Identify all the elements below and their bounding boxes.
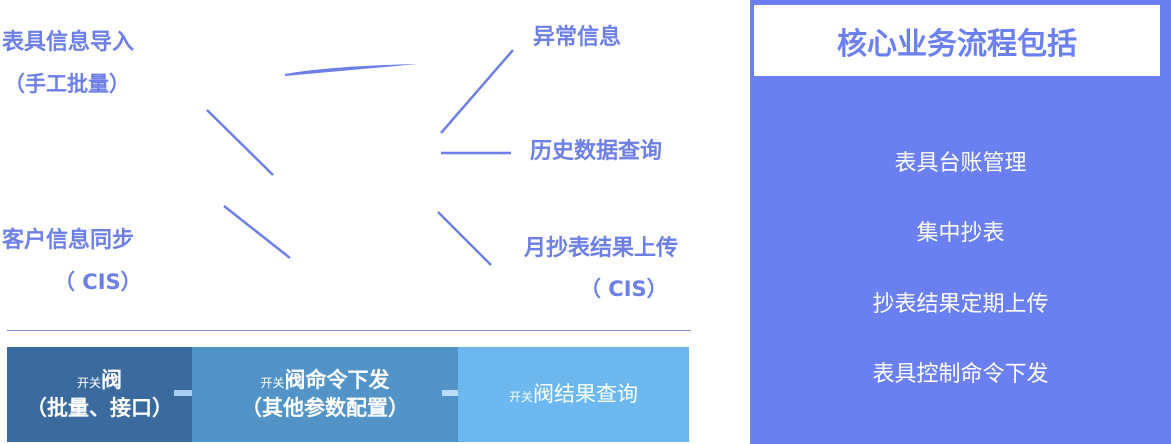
flow-step-main: 阀结果查询 <box>533 381 638 406</box>
flow-step-valve-command: 开关阀命令下发 （其他参数配置） <box>192 347 458 442</box>
panel-title: 核心业务流程包括 <box>752 3 1162 78</box>
connector-line <box>206 109 274 176</box>
panel-item: 表具台账管理 <box>894 151 1027 176</box>
connector-line <box>223 205 291 259</box>
flow-step-valve-switch: 开关阀 （批量、接口） <box>7 347 192 442</box>
flow-step-main: 阀命令下发 <box>284 368 390 393</box>
flow-step-prefix: 开关 <box>260 376 285 391</box>
flow-step-main: 阀 <box>101 368 122 393</box>
panel-item: 表具控制命令下发 <box>872 362 1049 387</box>
flow-step-title: 开关阀 <box>77 367 122 394</box>
connector-line <box>437 211 492 266</box>
monthly-upload-sub-label: （ CIS） <box>580 277 668 301</box>
flow-step-sub: （其他参数配置） <box>241 395 409 420</box>
connector-line <box>285 64 418 76</box>
panel-item: 集中抄表 <box>916 221 1005 246</box>
flow-step-prefix: 开关 <box>76 376 101 391</box>
panel-item: 抄表结果定期上传 <box>872 292 1049 317</box>
table-import-label: 表具信息导入 <box>2 30 135 55</box>
table-import-sub-label: （手工批量） <box>4 72 130 96</box>
flow-step-title: 开关阀命令下发 <box>260 367 389 394</box>
connector-line <box>440 49 514 134</box>
monthly-upload-label: 月抄表结果上传 <box>524 236 679 261</box>
connector-lines <box>206 49 514 266</box>
flow-step-sub: （批量、接口） <box>26 395 173 420</box>
divider <box>7 330 691 331</box>
customer-sync-sub-label: （ CIS） <box>54 270 142 294</box>
flow-step-prefix: 开关 <box>508 389 533 404</box>
flow-step-title: 开关阀结果查询 <box>509 381 638 408</box>
customer-sync-label: 客户信息同步 <box>2 228 135 253</box>
abnormal-info-label: 异常信息 <box>533 25 622 50</box>
history-query-label: 历史数据查询 <box>530 139 663 164</box>
flow-step-valve-result-query: 开关阀结果查询 <box>458 347 689 442</box>
